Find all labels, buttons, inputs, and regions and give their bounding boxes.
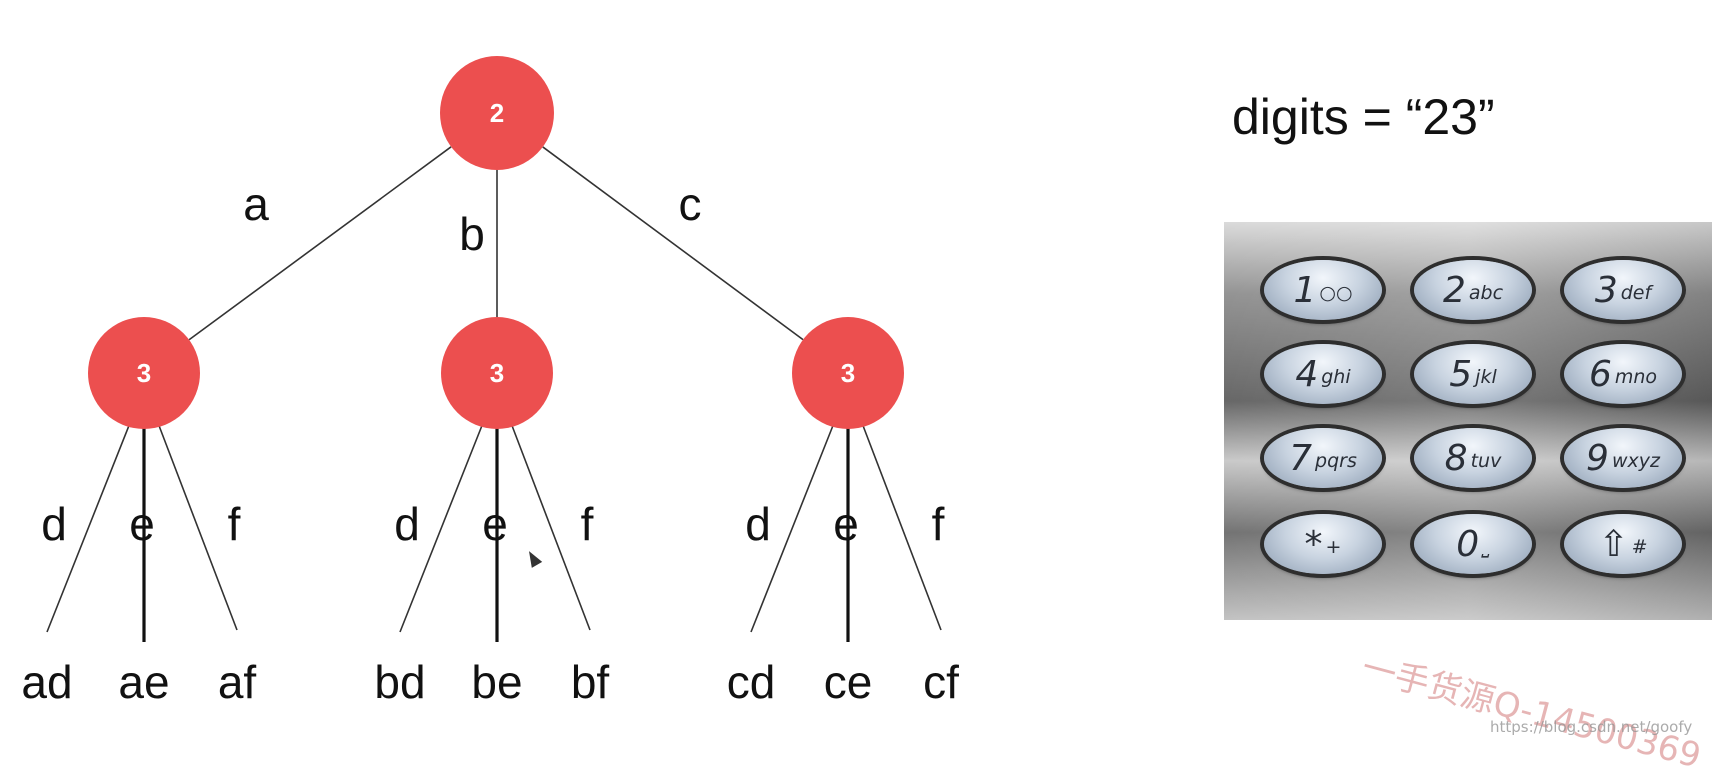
tree-edge [399,422,484,633]
digits-label: digits = “23” [1232,89,1495,145]
key-letters: ghi [1321,366,1351,388]
child-node [88,317,200,429]
edge-label: d [745,498,771,550]
key-digit: ⇧ [1598,523,1629,565]
edge-label: d [394,498,420,550]
edge-label: a [243,178,269,230]
source-url: https://blog.csdn.net/goofy [1490,718,1693,736]
keypad-key[interactable]: *+ [1264,514,1382,574]
key-letters: abc [1468,282,1504,304]
edge-label: f [932,498,945,550]
key-letters: tuv [1470,450,1502,472]
node-label: 2 [490,98,504,128]
root-node [440,56,554,170]
tree-edge [188,146,452,341]
leaf-label: af [218,656,257,708]
key-digit: * [1304,523,1323,565]
key-digit: 6 [1588,353,1612,395]
key-letters: ○○ [1319,282,1353,304]
edge-label: b [459,208,485,260]
node-label: 3 [841,358,855,388]
leaf-label: ce [824,656,873,708]
key-letters: + [1325,536,1342,558]
node-label: 3 [490,358,504,388]
edge-label: f [228,498,241,550]
edge-label: d [41,498,67,550]
tree-edge [861,422,942,631]
tree-edge [510,422,591,631]
key-letters: jkl [1475,366,1497,388]
tree-edge [157,422,238,631]
tree-edge [750,422,835,633]
keypad-key[interactable]: 1○○ [1264,260,1382,320]
key-digit: 2 [1442,269,1466,311]
tree-edge [46,422,131,633]
keypad-key[interactable]: 0⎵ [1414,514,1532,574]
leaf-label: bf [571,656,610,708]
key-digit: 5 [1449,353,1473,395]
leaf-label: ad [21,656,72,708]
key-letters: mno [1614,366,1658,388]
leaf-label: ae [118,656,169,708]
edge-label: e [482,498,508,550]
leaf-label: be [471,656,522,708]
key-letters: ⎵ [1482,536,1490,558]
child-node [441,317,553,429]
key-digit: 0 [1456,523,1480,565]
tree-edge [542,146,804,341]
child-node [792,317,904,429]
keypad-key[interactable]: ⇧# [1564,514,1682,574]
watermark: 一手货源Q-14500369 [1357,647,1706,777]
leaf-label: cf [923,656,959,708]
key-letters: def [1620,282,1652,304]
leaf-label: cd [727,656,776,708]
key-digit: 9 [1586,437,1609,479]
leaf-label: bd [374,656,425,708]
key-digit: 3 [1594,269,1618,311]
key-digit: 7 [1289,437,1313,479]
node-label: 3 [137,358,151,388]
key-letters: pqrs [1315,450,1357,472]
key-digit: 8 [1444,437,1468,479]
key-letters: # [1631,536,1648,558]
key-digit: 4 [1295,353,1319,395]
edge-label: e [129,498,155,550]
edge-label: e [833,498,859,550]
key-digit: 1 [1293,269,1317,311]
edge-label: f [581,498,594,550]
key-letters: wxyz [1611,450,1660,472]
edge-label: c [679,178,702,230]
